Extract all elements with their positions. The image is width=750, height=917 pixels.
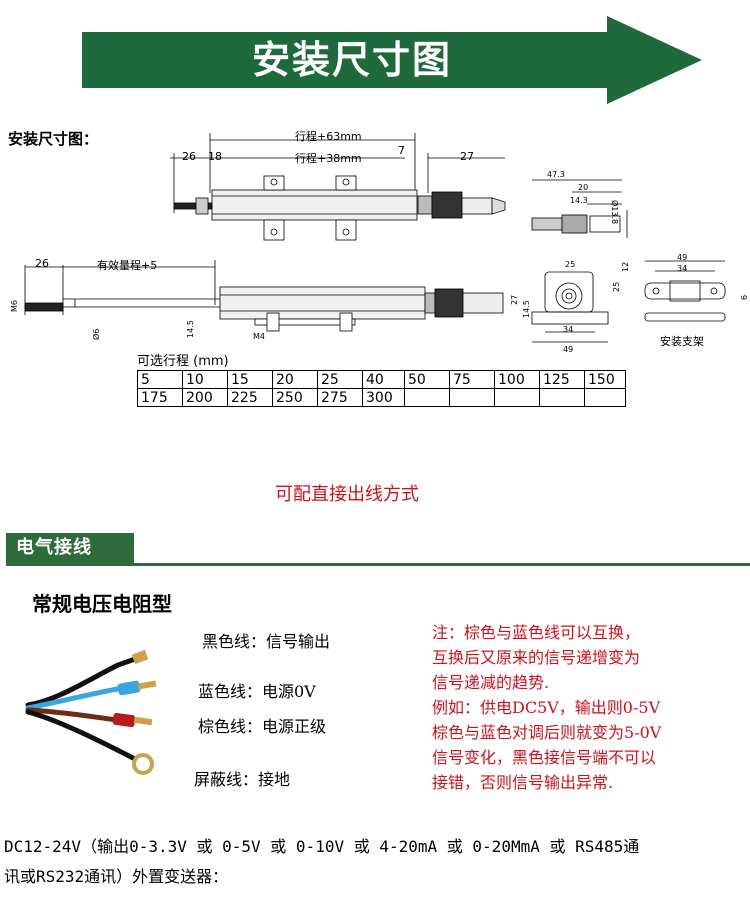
stroke-row-2: 175 200 225 250 275 300 — [137, 388, 626, 407]
end-view-drawing — [531, 271, 609, 343]
dim-end-25-top: 25 — [565, 260, 576, 269]
note-line: 信号递减的趋势. — [432, 673, 550, 692]
swap-note: 注：棕色与蓝色线可以互换， 互换后又原来的信号递增变为 信号递减的趋势. 例如：… — [432, 620, 747, 795]
stroke-cell: 225 — [227, 388, 273, 407]
stroke-cell: 75 — [449, 370, 495, 389]
dim-m4: M4 — [253, 332, 265, 341]
dim-27: 27 — [460, 150, 474, 163]
dim-26-bottom: 26 — [35, 257, 49, 270]
stroke-cell: 175 — [137, 388, 183, 407]
stroke-cell: 150 — [584, 370, 626, 389]
dim-13-8: Ø13.8 — [610, 200, 619, 225]
wire-blue-label: 蓝色线：电源0V — [198, 682, 316, 701]
wiring-section-tab: 电气接线 — [6, 533, 134, 563]
dim-20: 20 — [578, 183, 589, 192]
dim-stroke-38: 行程+38mm — [295, 152, 362, 165]
dim-end-49: 49 — [563, 345, 574, 354]
stroke-cell: 50 — [404, 370, 450, 389]
bracket-dim-6: 6 — [740, 294, 749, 300]
stroke-cell: 20 — [272, 370, 318, 389]
wire-shield-label: 屏蔽线：接地 — [194, 770, 291, 789]
wiring-section-title: 电气接线 — [16, 537, 92, 558]
dim-end-27: 27 — [510, 294, 519, 305]
dim-47-3: 47.3 — [547, 170, 565, 179]
stroke-cell — [449, 388, 495, 407]
bracket-dim-34: 34 — [677, 264, 688, 273]
footer-line-1: DC12-24V（输出0-3.3V 或 0-5V 或 0-10V 或 4-20m… — [4, 837, 640, 856]
dim-stroke-63: 行程+63mm — [295, 130, 362, 143]
stroke-cell: 40 — [362, 370, 405, 389]
stroke-cell: 5 — [137, 370, 183, 389]
dim-end-34: 34 — [563, 325, 574, 334]
stroke-caption: 可选行程 (mm) — [137, 354, 229, 369]
stroke-table: 5 10 15 20 25 40 50 75 100 125 150 175 2… — [137, 370, 626, 407]
bracket-dim-49: 49 — [677, 253, 688, 262]
stroke-cell: 100 — [494, 370, 540, 389]
banner-title: 安装尺寸图 — [251, 38, 452, 82]
dim-phi6: Ø6 — [92, 328, 101, 340]
note-line: 棕色与蓝色对调后则就变为5-0V — [432, 723, 662, 742]
dim-7: 7 — [398, 144, 405, 157]
bracket-drawing — [644, 260, 726, 322]
dim-m6: M6 — [10, 300, 19, 312]
dim-end-25-side: 25 — [612, 281, 621, 292]
stroke-cell: 275 — [317, 388, 363, 407]
dim-26: 26 — [182, 150, 196, 163]
wire-black-label: 黑色线：信号输出 — [202, 632, 331, 651]
connector-side-drawing — [531, 179, 628, 238]
stroke-cell: 300 — [362, 388, 405, 407]
cable-illustration — [25, 649, 157, 775]
stroke-cell: 15 — [227, 370, 273, 389]
stroke-cell: 125 — [539, 370, 585, 389]
note-line: 注：棕色与蓝色线可以互换， — [432, 623, 641, 642]
stroke-row-1: 5 10 15 20 25 40 50 75 100 125 150 — [137, 370, 626, 389]
cable-option-note: 可配直接出线方式 — [275, 484, 419, 505]
dim-14-3: 14.3 — [570, 196, 588, 205]
bracket-dim-12: 12 — [621, 261, 630, 272]
note-line: 互换后又原来的信号递增变为 — [432, 648, 641, 667]
bottom-sensor-drawing — [24, 260, 504, 332]
stroke-cell — [539, 388, 585, 407]
dim-18: 18 — [208, 150, 222, 163]
wire-brown-label: 棕色线：电源正级 — [198, 717, 327, 736]
bracket-label: 安装支架 — [660, 335, 704, 348]
wiring-type-title: 常规电压电阻型 — [32, 592, 172, 616]
note-line: 接错，否则信号输出异常. — [432, 773, 614, 792]
stroke-cell — [584, 388, 626, 407]
stroke-cell — [494, 388, 540, 407]
dim-end-14-5: 14.5 — [522, 300, 531, 318]
stroke-cell: 25 — [317, 370, 363, 389]
stroke-cell — [404, 388, 450, 407]
install-label: 安装尺寸图： — [8, 130, 99, 148]
transmitter-note: DC12-24V（输出0-3.3V 或 0-5V 或 0-10V 或 4-20m… — [4, 832, 748, 892]
note-line: 例如：供电DC5V，输出则0-5V — [432, 698, 661, 717]
stroke-cell: 250 — [272, 388, 318, 407]
stroke-cell: 200 — [182, 388, 228, 407]
top-sensor-drawing — [170, 133, 506, 241]
banner-arrow — [82, 16, 702, 104]
dim-14-5: 14.5 — [186, 320, 195, 338]
footer-line-2: 讯或RS232通讯）外置变送器： — [4, 867, 229, 886]
section-divider — [6, 563, 750, 566]
note-line: 信号变化，黑色接信号端不可以 — [432, 748, 657, 767]
stroke-cell: 10 — [182, 370, 228, 389]
dim-effective-range: 有效量程+5 — [97, 259, 158, 272]
